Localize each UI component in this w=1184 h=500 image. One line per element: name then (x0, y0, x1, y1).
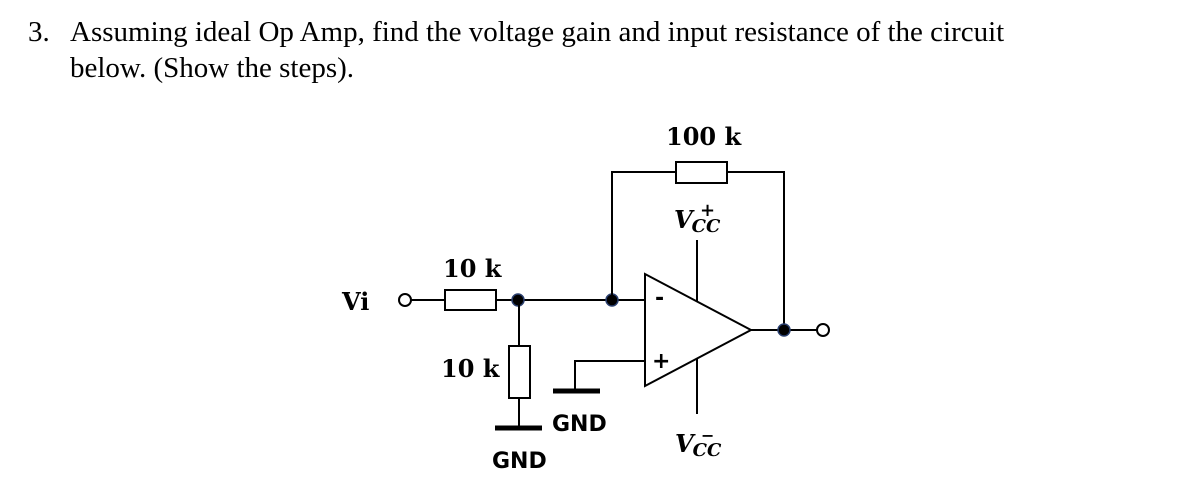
vcc-positive-superscript: + (700, 200, 715, 221)
feedback-resistor (675, 161, 728, 184)
noninverting-input-wire (574, 360, 645, 391)
input-resistor (444, 289, 497, 311)
input-terminal (398, 293, 412, 307)
junction-node-output (777, 323, 791, 337)
question-number: 3. (28, 16, 50, 48)
shunt-resistor (508, 345, 531, 399)
question-line-2: below. (Show the steps). (70, 52, 355, 84)
vcc-positive-base: V (674, 205, 695, 234)
feedback-wire-right (727, 171, 785, 330)
vcc-negative-label: VCC (675, 429, 722, 461)
feedback-resistor-label: 100 k (666, 122, 742, 151)
vcc-negative-subscript: CC (693, 440, 722, 461)
ground-label-noninverting: GND (552, 412, 607, 437)
input-resistor-label: 10 k (443, 254, 503, 283)
noninverting-input-symbol: + (652, 349, 670, 374)
output-terminal (816, 323, 830, 337)
input-label: Vi (341, 287, 369, 316)
ground-label-shunt: GND (492, 449, 547, 474)
feedback-wire-left (611, 171, 676, 300)
vcc-positive-subscript: CC (692, 216, 721, 237)
question-line-1: Assuming ideal Op Amp, find the voltage … (70, 16, 1005, 48)
shunt-resistor-label: 10 k (441, 354, 501, 383)
inverting-input-symbol: - (655, 286, 664, 311)
vcc-negative-base: V (675, 429, 696, 458)
question-text: Assuming ideal Op Amp, find the voltage … (70, 14, 1170, 86)
vcc-negative-superscript: − (701, 426, 714, 445)
vcc-positive-label: VCC (674, 205, 721, 237)
